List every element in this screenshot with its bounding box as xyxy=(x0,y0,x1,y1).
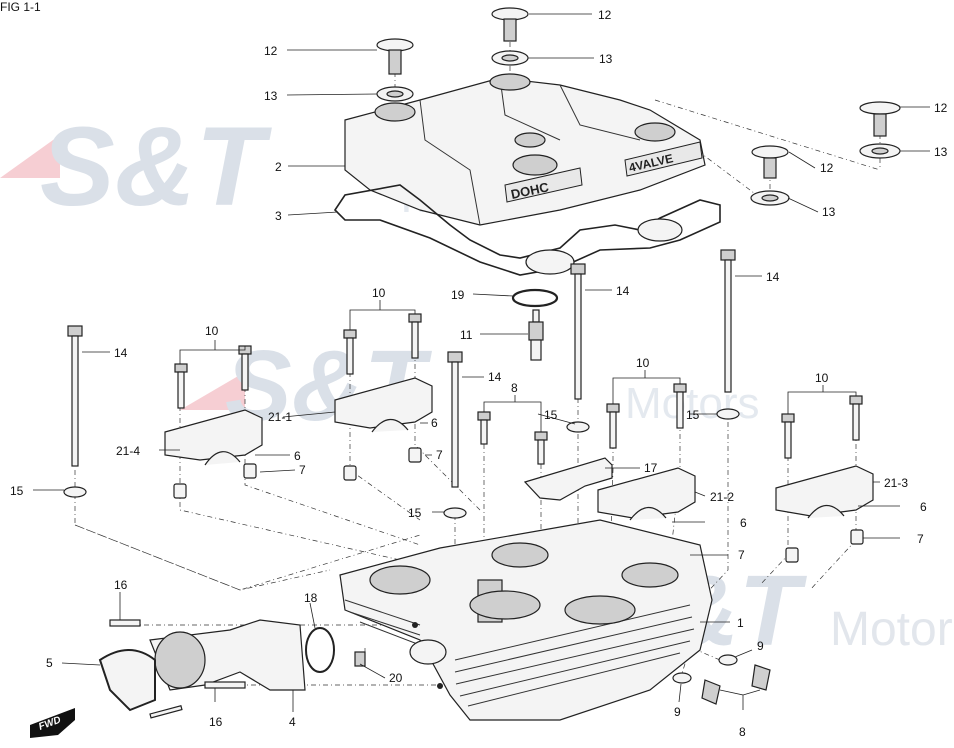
label-13d: 13 xyxy=(822,205,836,219)
label-15d: 15 xyxy=(686,408,700,422)
label-8b: 8 xyxy=(739,725,746,739)
cam-bump-right xyxy=(637,218,683,242)
label-16b: 16 xyxy=(209,715,223,729)
label-14d: 14 xyxy=(766,270,780,284)
label-4: 4 xyxy=(289,715,296,729)
label-11: 11 xyxy=(460,328,473,342)
label-6d: 6 xyxy=(920,500,927,514)
label-5: 5 xyxy=(46,656,53,670)
chain-guide xyxy=(523,457,613,501)
label-21-4: 21-4 xyxy=(116,444,140,458)
label-21-3: 21-3 xyxy=(884,476,908,490)
label-8a: 8 xyxy=(511,381,518,395)
label-14b: 14 xyxy=(488,370,502,384)
cam-bump-left xyxy=(525,249,575,275)
label-9b: 9 xyxy=(674,705,681,719)
label-21-2: 21-2 xyxy=(710,490,734,504)
label-13c: 13 xyxy=(934,145,948,159)
label-7d: 7 xyxy=(917,532,924,546)
4valve-badge xyxy=(624,141,703,177)
label-14c: 14 xyxy=(616,284,630,298)
valve-cover: DOHC 4VALVE xyxy=(344,73,706,226)
cylinder-head xyxy=(339,519,713,721)
label-7c: 7 xyxy=(738,548,745,562)
label-16a: 16 xyxy=(114,578,128,592)
label-12c: 12 xyxy=(934,101,948,115)
label-6a: 6 xyxy=(294,449,301,463)
short-bolts xyxy=(174,313,863,465)
o-ring xyxy=(511,288,559,308)
label-13b: 13 xyxy=(264,89,278,103)
label-6b: 6 xyxy=(431,416,438,430)
label-15a: 15 xyxy=(10,484,24,498)
watermark-brand-top: S&T xyxy=(40,104,273,229)
label-17: 17 xyxy=(644,461,658,475)
label-21-1: 21-1 xyxy=(268,410,292,424)
label-10a: 10 xyxy=(205,324,219,338)
label-1: 1 xyxy=(737,616,744,630)
label-19: 19 xyxy=(451,288,465,302)
watermark-sub-mid: Motors xyxy=(625,379,759,428)
watermark-red-swoosh-mid xyxy=(180,372,245,410)
drain-bolts xyxy=(672,654,771,705)
watermark-red-swoosh-top xyxy=(0,135,60,178)
callout-labels: 12 13 12 13 12 13 12 13 2 3 10 10 10 10 … xyxy=(10,8,948,739)
leader-lines xyxy=(33,13,930,712)
label-12d: 12 xyxy=(820,161,834,175)
cover-gasket xyxy=(333,184,721,276)
label-15c: 15 xyxy=(544,408,558,422)
label-12a: 12 xyxy=(598,8,612,22)
intake-assembly xyxy=(98,619,366,719)
cam-caps xyxy=(164,377,874,521)
label-7a: 7 xyxy=(299,463,306,477)
label-9a: 9 xyxy=(757,639,764,653)
label-3: 3 xyxy=(275,209,282,223)
label-14a: 14 xyxy=(114,346,128,360)
label-6c: 6 xyxy=(740,516,747,530)
fwd-arrow-badge: FWD xyxy=(30,708,75,738)
figure-title: FIG 1-1 xyxy=(0,0,41,14)
watermark-sub-low: Motors xyxy=(830,603,954,656)
label-10c: 10 xyxy=(636,356,650,370)
label-12b: 12 xyxy=(264,44,278,58)
spark-plug xyxy=(528,309,544,361)
dohc-badge xyxy=(504,167,583,203)
head-bolts xyxy=(63,249,740,519)
label-7b: 7 xyxy=(436,448,443,462)
label-15b: 15 xyxy=(408,506,422,520)
label-13a: 13 xyxy=(599,52,613,66)
label-20: 20 xyxy=(389,671,403,685)
label-2: 2 xyxy=(275,160,282,174)
label-18: 18 xyxy=(304,591,318,605)
cap-bolts xyxy=(376,7,901,206)
label-10b: 10 xyxy=(372,286,386,300)
label-10d: 10 xyxy=(815,371,829,385)
